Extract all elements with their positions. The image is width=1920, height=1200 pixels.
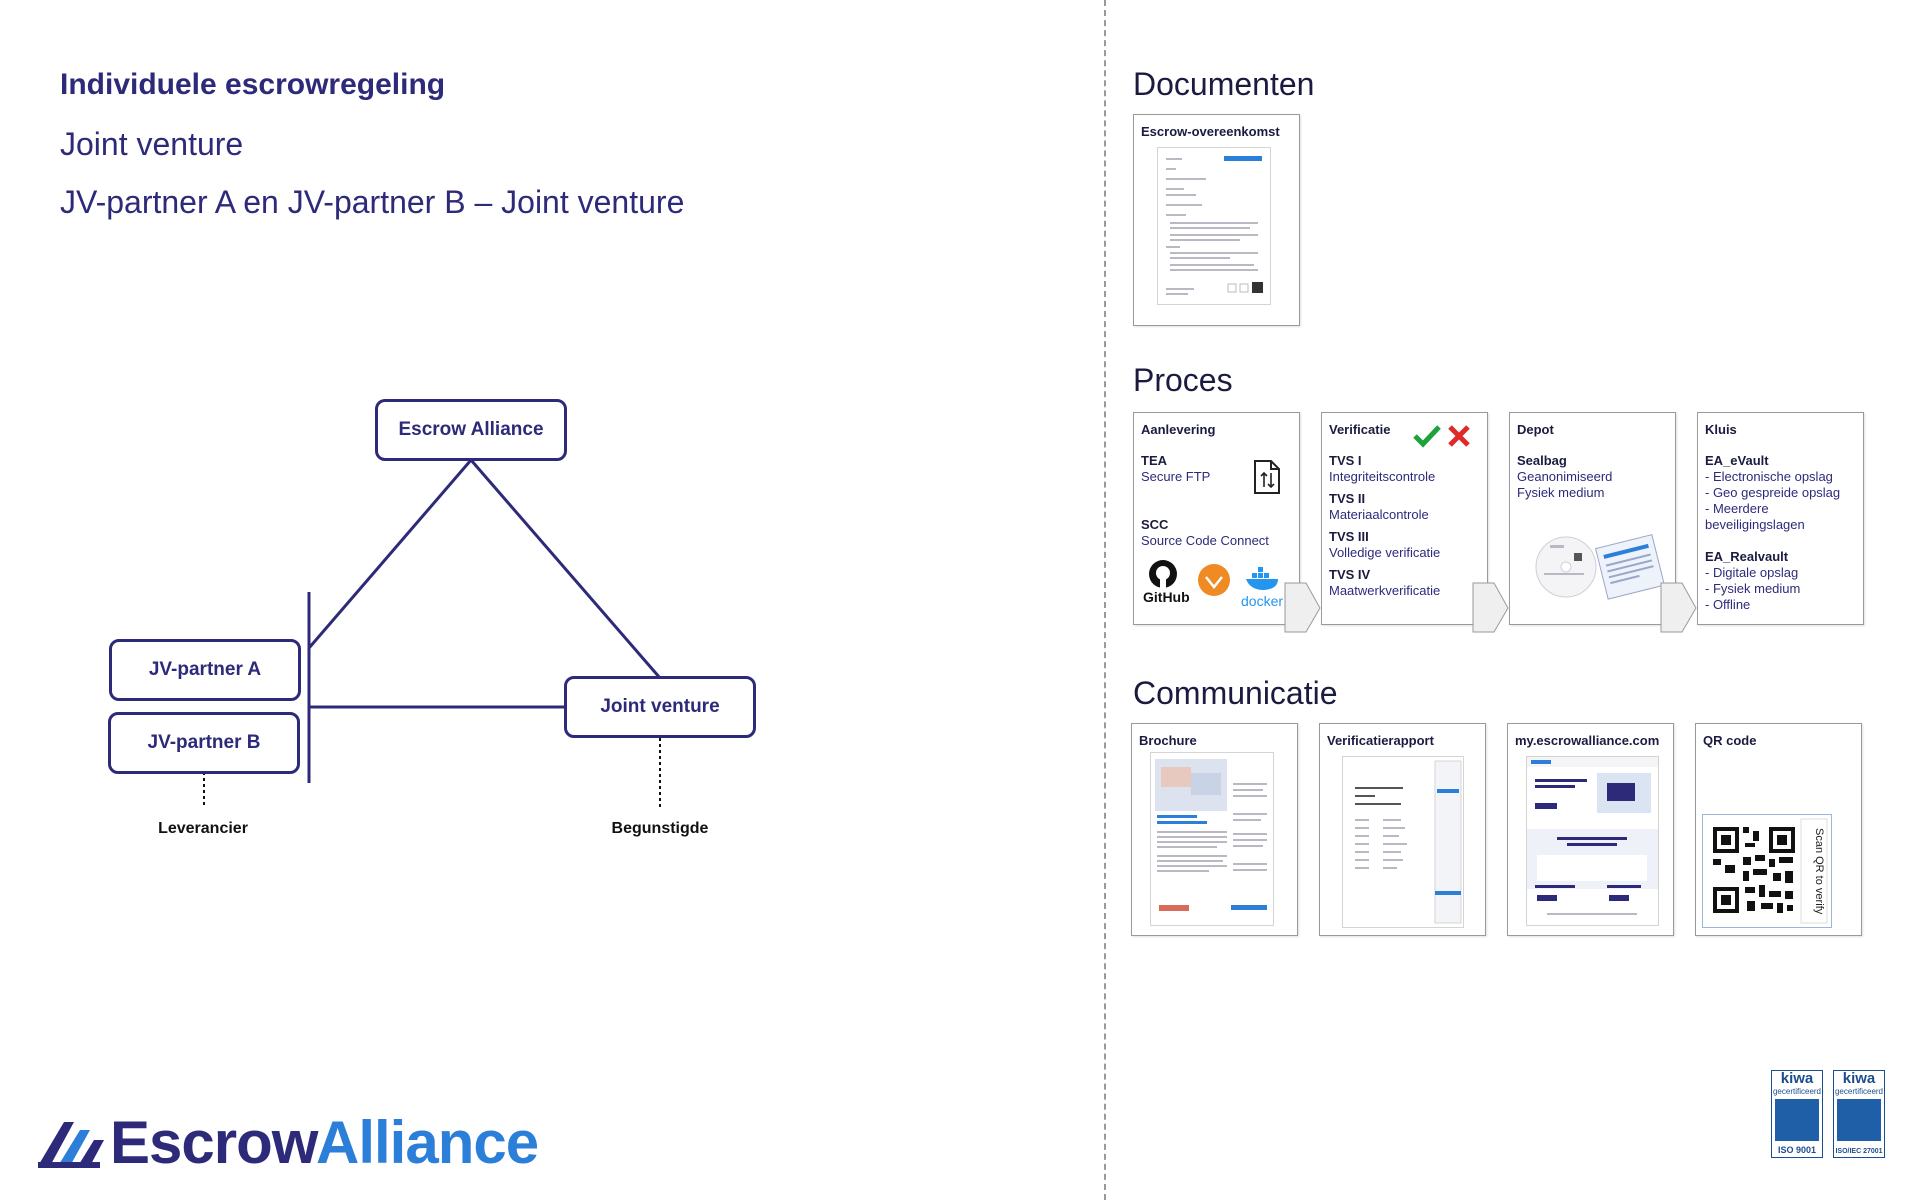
kiwa-badge-iso9001: kiwa gecertificeerd ISO 9001 xyxy=(1771,1070,1823,1158)
tvs4-text: Maatwerkverificatie xyxy=(1329,583,1441,598)
role-begunstigde: Begunstigde xyxy=(611,820,709,837)
card-title: my.escrowalliance.com xyxy=(1515,733,1660,748)
card-brochure[interactable]: Brochure xyxy=(1131,723,1298,936)
card-verificatie[interactable]: Verificatie TVS I Integriteitscontrole T… xyxy=(1321,412,1488,625)
docker-icon xyxy=(1246,567,1278,590)
card-aanlevering[interactable]: Aanlevering TEA Secure FTP SCC Source Co… xyxy=(1133,412,1300,625)
card-verificatierapport[interactable]: Verificatierapport xyxy=(1319,723,1486,936)
page-subtitle-detail: JV-partner A en JV-partner B – Joint ven… xyxy=(60,184,685,220)
kiwa-brand: kiwa xyxy=(1834,1071,1884,1087)
qr-code-icon xyxy=(1713,818,1828,924)
node-jv-partner-a: JV-partner A xyxy=(109,639,301,701)
card-title: Verificatie xyxy=(1329,422,1391,437)
docker-label: docker xyxy=(1241,593,1284,609)
documents-heading: Documenten xyxy=(1133,66,1315,102)
node-escrow-alliance: Escrow Alliance xyxy=(375,399,567,461)
tvs3-label: TVS III xyxy=(1329,529,1369,544)
evault-label: EA_eVault xyxy=(1705,453,1769,468)
logo-text-alliance: Alliance xyxy=(316,1109,539,1176)
logo-mark-icon xyxy=(38,1122,104,1168)
role-leverancier: Leverancier xyxy=(158,820,248,837)
card-title: Escrow-overeenkomst xyxy=(1141,124,1280,139)
card-title: Aanlevering xyxy=(1141,422,1216,437)
cert-label: ISO 9001 xyxy=(1777,1145,1817,1155)
logo-text-escrow: Escrow xyxy=(110,1109,318,1176)
card-qr-code[interactable]: QR code Scan QR to verify xyxy=(1695,723,1862,936)
evault-line: - Geo gespreide opslag xyxy=(1705,485,1841,500)
tvs2-label: TVS II xyxy=(1329,491,1366,506)
check-icon xyxy=(1413,425,1441,448)
tvs1-text: Integriteitscontrole xyxy=(1329,469,1436,484)
card-title: Brochure xyxy=(1139,733,1197,748)
kiwa-brand: kiwa xyxy=(1772,1071,1822,1087)
process-arrow-3 xyxy=(1660,582,1697,633)
tvs4-label: TVS IV xyxy=(1329,567,1371,582)
kiwa-sub: gecertificeerd xyxy=(1772,1087,1822,1096)
github-icon xyxy=(1149,560,1177,588)
file-transfer-icon xyxy=(1254,460,1280,494)
brochure-thumbnail xyxy=(1150,752,1274,926)
realvault-line: - Offline xyxy=(1705,597,1751,612)
realvault-line: - Digitale opslag xyxy=(1705,565,1799,580)
website-thumbnail xyxy=(1526,756,1659,926)
card-depot[interactable]: Depot Sealbag Geanonimiseerd Fysiek medi… xyxy=(1509,412,1676,625)
evault-line: beveiligingslagen xyxy=(1705,517,1805,532)
card-escrow-overeenkomst[interactable]: Escrow-overeenkomst xyxy=(1133,114,1300,326)
card-title: QR code xyxy=(1703,733,1757,748)
page-title: Individuele escrowregeling xyxy=(60,68,446,101)
card-kluis[interactable]: Kluis EA_eVault - Electronische opslag -… xyxy=(1697,412,1864,625)
tea-text: Secure FTP xyxy=(1141,469,1211,484)
kiwa-seal-icon xyxy=(1775,1099,1819,1141)
process-heading: Proces xyxy=(1133,362,1233,398)
connector-escrow-partners xyxy=(307,459,473,649)
node-jv-partner-b: JV-partner B xyxy=(108,712,300,774)
card-my-escrowalliance[interactable]: my.escrowalliance.com xyxy=(1507,723,1674,936)
document-thumbnail xyxy=(1157,147,1271,305)
cert-label: ISO/IEC 27001 xyxy=(1835,1148,1883,1155)
qr-code-thumbnail: Scan QR to verify xyxy=(1702,814,1832,928)
connector-escrow-jv xyxy=(469,459,662,679)
scc-text: Source Code Connect xyxy=(1141,533,1269,548)
depot-line-2: Fysiek medium xyxy=(1517,485,1605,500)
sealbag-label: Sealbag xyxy=(1517,453,1567,468)
communication-heading: Communicatie xyxy=(1133,675,1338,711)
realvault-label: EA_Realvault xyxy=(1705,549,1789,564)
tvs1-label: TVS I xyxy=(1329,453,1362,468)
sealbag-image xyxy=(1535,534,1666,600)
scc-label: SCC xyxy=(1141,517,1169,532)
evault-line: - Meerdere xyxy=(1705,501,1769,516)
depot-line-1: Geanonimiseerd xyxy=(1517,469,1613,484)
kiwa-sub: gecertificeerd xyxy=(1834,1087,1884,1096)
github-label: GitHub xyxy=(1143,589,1190,605)
cross-icon xyxy=(1448,425,1470,447)
process-arrow-1 xyxy=(1284,582,1321,633)
tea-label: TEA xyxy=(1141,453,1167,468)
card-title: Verificatierapport xyxy=(1327,733,1434,748)
kiwa-seal-icon xyxy=(1837,1099,1881,1141)
section-divider xyxy=(1104,0,1106,1200)
gitlab-icon xyxy=(1198,564,1230,596)
process-arrow-2 xyxy=(1472,582,1509,633)
kiwa-badge-iso27001: kiwa gecertificeerd ISO/IEC 27001 xyxy=(1833,1070,1885,1158)
card-title: Kluis xyxy=(1705,422,1737,437)
tvs3-text: Volledige verificatie xyxy=(1329,545,1441,560)
card-title: Depot xyxy=(1517,422,1554,437)
page-subtitle: Joint venture xyxy=(60,126,244,162)
report-thumbnail xyxy=(1342,756,1464,928)
qr-side-text: Scan QR to verify xyxy=(1813,827,1825,915)
diagram-connectors xyxy=(203,459,662,808)
node-joint-venture: Joint venture xyxy=(564,676,756,738)
evault-line: - Electronische opslag xyxy=(1705,469,1833,484)
realvault-line: - Fysiek medium xyxy=(1705,581,1801,596)
tvs2-text: Materiaalcontrole xyxy=(1329,507,1429,522)
